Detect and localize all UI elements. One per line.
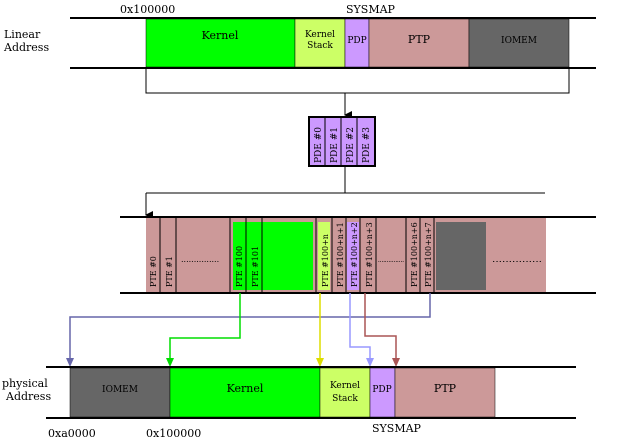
pde-entry-3: PDE #3 [362, 127, 372, 163]
arrow-kernel [169, 293, 241, 360]
linear-segment-iomem [468, 18, 570, 68]
pte-entry-100-n-6: PTE #100+n+6 [410, 222, 419, 287]
physical-ptp-label: PTP [434, 382, 457, 395]
pte-entry-1: PTE #1 [165, 256, 174, 287]
linear-segment-kernel-stack [294, 18, 346, 68]
physical-segment-kernel [169, 367, 321, 418]
physical-kernel-stack-label-2: Stack [332, 394, 358, 404]
arrow-pdp [349, 293, 371, 360]
pte-kernel-stack-entry [318, 222, 330, 290]
physical-segment-kernel-stack [319, 367, 371, 418]
physical-sysmap-label: SYSMAP [372, 422, 422, 435]
mapping-arrows [66, 293, 431, 367]
linear-segment-kernel [145, 18, 296, 68]
pte-entry-101: PTE #101 [251, 246, 260, 287]
arrow-ptp [364, 293, 397, 360]
linear-to-pde-connector [145, 68, 570, 119]
pte-entry-100-n: PTE #100+n [321, 234, 330, 287]
physical-kernel-label: Kernel [227, 382, 264, 395]
pde-to-pte-connector [145, 166, 545, 219]
linear-address-bar: Kernel Kernel Stack PDP PTP IOMEM [70, 17, 596, 69]
pte-kernel-block [233, 222, 313, 290]
pte-entry-100: PTE #100 [235, 246, 244, 287]
pde-table: PDE #0 PDE #1 PDE #2 PDE #3 [308, 116, 376, 167]
pte-entry-0: PTE #0 [149, 256, 158, 287]
linear-iomem-label: IOMEM [501, 36, 537, 46]
linear-kernel-stack-label-2: Stack [307, 41, 333, 51]
arrow-iomem [69, 293, 431, 360]
linear-kernel-stack-label-1: Kernel [305, 30, 335, 40]
physical-iomem-label: IOMEM [102, 385, 138, 395]
linear-address-label-1: Linear [4, 28, 41, 41]
linear-start-address: 0x100000 [120, 3, 175, 16]
physical-kernel-stack-label-1: Kernel [330, 381, 360, 391]
pte-ellipsis-2: ............... [378, 255, 404, 264]
pde-entry-2: PDE #2 [346, 127, 356, 163]
pte-entry-100-n-1: PTE #100+n+1 [336, 222, 345, 287]
physical-address-label-1: physical [2, 377, 48, 390]
physical-address-bar: IOMEM Kernel Kernel Stack PDP PTP [46, 366, 576, 419]
linear-pdp-label: PDP [347, 36, 366, 46]
physical-address-kernel: 0x100000 [146, 427, 201, 440]
physical-pdp-label: PDP [372, 385, 391, 395]
linear-sysmap-label: SYSMAP [346, 3, 396, 16]
pte-table: PTE #0 PTE #1 ............... PTE #100 P… [120, 216, 596, 294]
physical-segment-iomem [69, 367, 171, 418]
pte-iomem-block [436, 222, 486, 290]
pte-entry-100-n-2: PTE #100+n+2 [350, 222, 359, 287]
pte-entry-100-n-7: PTE #100+n+7 [424, 222, 433, 287]
physical-address-label-2: Address [5, 390, 51, 403]
pde-entry-1: PDE #1 [330, 127, 340, 163]
linear-kernel-label: Kernel [202, 29, 239, 42]
pte-ellipsis-3: ............... [492, 255, 542, 264]
linear-ptp-label: PTP [408, 33, 431, 46]
pte-ellipsis-1: ............... [181, 255, 219, 264]
linear-address-label-2: Address [3, 41, 49, 54]
pde-entry-0: PDE #0 [314, 127, 324, 163]
physical-segment-ptp [394, 367, 496, 418]
pte-entry-100-n-3: PTE #100+n+3 [365, 222, 374, 287]
linear-segment-pdp [344, 18, 370, 68]
linear-segment-ptp [368, 18, 470, 68]
pte-pdp-entry [347, 222, 359, 290]
physical-address-start: 0xa0000 [48, 427, 96, 440]
